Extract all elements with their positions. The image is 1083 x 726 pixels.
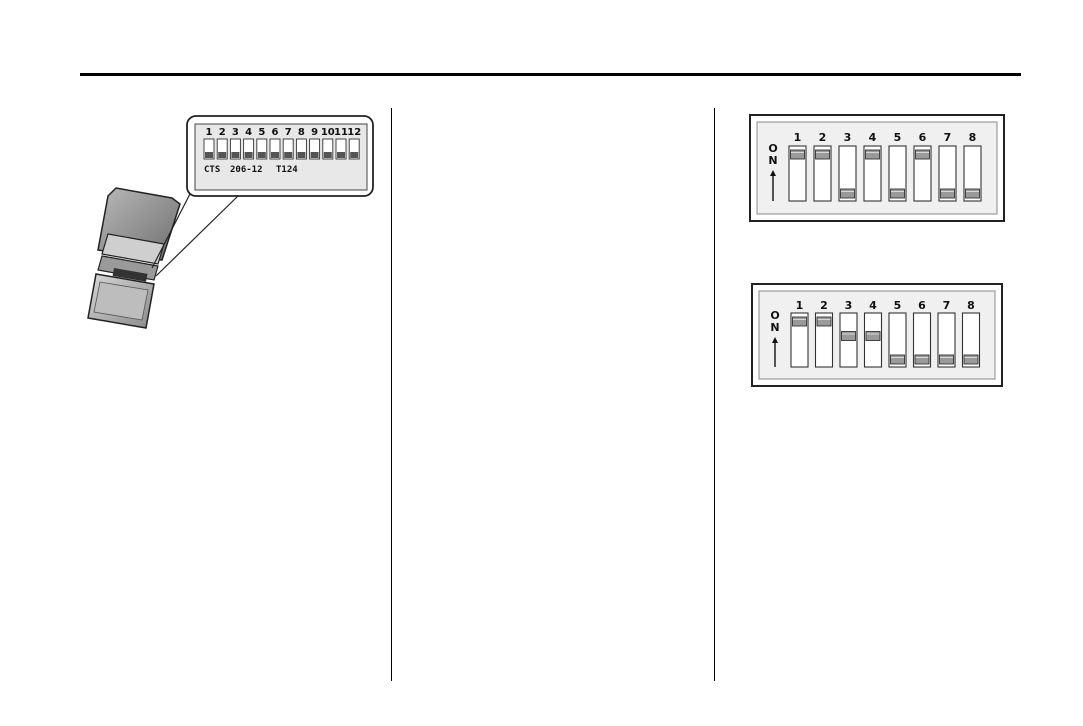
dip12-slot-9: [309, 138, 321, 160]
dip12-number-3: 3: [232, 127, 239, 138]
switch-knob-7: [940, 188, 955, 199]
dip12-number-10: 10: [321, 127, 335, 138]
switch-slot-1: [788, 145, 807, 202]
switch-slot-5: [888, 145, 907, 202]
switch-knob-2: [816, 316, 832, 327]
switch-slot-2: [813, 145, 832, 202]
switch-slot-7: [937, 312, 956, 368]
switch-number-1: 1: [794, 131, 802, 144]
switch-number-7: 7: [943, 299, 951, 312]
dip12-knob-12: [350, 152, 359, 158]
dip12-slot-8: [295, 138, 307, 160]
switch-knob-8: [965, 188, 980, 199]
dip12-slot-5: [256, 138, 268, 160]
dip12-slot-10: [322, 138, 334, 160]
on-label-char: N: [770, 321, 779, 334]
dip12-knob-7: [284, 152, 293, 158]
switch-knob-4: [865, 149, 880, 160]
switch-number-8: 8: [969, 131, 977, 144]
switch-number-4: 4: [869, 299, 877, 312]
switch-knob-1: [790, 149, 805, 160]
dip12-number-4: 4: [245, 127, 252, 138]
switch-knob-5: [890, 188, 905, 199]
dip-label-model: CTS: [204, 165, 220, 175]
switch-number-2: 2: [819, 131, 827, 144]
dip12-number-7: 7: [285, 127, 292, 138]
switch-knob-4: [865, 331, 881, 341]
dip12-slot-2: [216, 138, 228, 160]
switch-slot-3: [838, 145, 857, 202]
dip12-number-12: 12: [347, 127, 361, 138]
switch-slot-2: [814, 312, 834, 368]
dip12-number-5: 5: [258, 127, 265, 138]
dip12-number-1: 1: [206, 127, 213, 138]
dip12-slot-11: [335, 138, 347, 160]
dip12-knob-5: [257, 152, 266, 158]
switch-number-6: 6: [919, 131, 927, 144]
switch-slot-6: [913, 145, 932, 202]
dip12-knob-3: [231, 152, 240, 158]
switch-knob-6: [915, 149, 930, 160]
switch-number-5: 5: [894, 131, 902, 144]
switch-number-3: 3: [845, 299, 853, 312]
switch-number-4: 4: [869, 131, 877, 144]
dip12-knob-9: [310, 152, 319, 158]
switch-knob-7: [939, 354, 954, 365]
on-label-char: N: [768, 154, 777, 167]
switch-slot-4: [863, 145, 882, 202]
switch-knob-5: [890, 354, 905, 365]
switch-knob-3: [841, 331, 856, 341]
dip12-knob-6: [271, 152, 279, 158]
dip-label-code: T124: [276, 165, 298, 175]
switch-slot-6: [912, 312, 932, 368]
dip12-slot-12: [348, 138, 360, 160]
switch-slot-7: [938, 145, 957, 202]
switch-number-3: 3: [844, 131, 852, 144]
dip12-slot-4: [243, 138, 255, 160]
remote-body: [87, 187, 181, 329]
on-label-char: O: [770, 309, 779, 322]
header-rule: [80, 73, 1021, 76]
dip12-number-2: 2: [219, 127, 226, 138]
dip12-slot-1: [203, 138, 215, 160]
on-label-char: O: [768, 142, 777, 155]
switch-knob-1: [792, 316, 807, 327]
switch-knob-6: [914, 354, 930, 365]
column-divider-left: [391, 108, 392, 681]
switch-number-5: 5: [894, 299, 902, 312]
on-arrow-icon: [772, 337, 778, 343]
dip12-knob-8: [297, 152, 306, 158]
switch-number-1: 1: [796, 299, 804, 312]
switch-slot-1: [790, 312, 809, 368]
switch-slot-5: [888, 312, 907, 368]
switch-number-7: 7: [944, 131, 952, 144]
switch-knob-3: [840, 188, 855, 199]
switch-knob-2: [815, 149, 830, 160]
dip12-slot-3: [229, 138, 241, 160]
dip12-number-11: 11: [334, 127, 348, 138]
column-divider-right: [714, 108, 715, 681]
dip12-knob-4: [244, 152, 253, 158]
dip12-knob-1: [205, 152, 213, 158]
dip12-knob-11: [337, 152, 345, 158]
dip12-knob-10: [323, 152, 332, 158]
dip12-knob-2: [218, 152, 227, 158]
dip12-number-8: 8: [298, 127, 305, 138]
switch-number-8: 8: [967, 299, 975, 312]
dip12-slot-7: [282, 138, 294, 160]
dip-label-part: 206-12: [230, 165, 263, 175]
switch-knob-8: [963, 354, 979, 365]
switch-slot-8: [963, 145, 982, 202]
dip12-slot-6: [269, 138, 281, 160]
on-arrow-icon: [770, 170, 776, 176]
dip12-number-9: 9: [311, 127, 318, 138]
switch-slot-8: [961, 312, 981, 368]
dip12-number-6: 6: [272, 127, 279, 138]
switch-number-2: 2: [820, 299, 828, 312]
switch-number-6: 6: [918, 299, 926, 312]
